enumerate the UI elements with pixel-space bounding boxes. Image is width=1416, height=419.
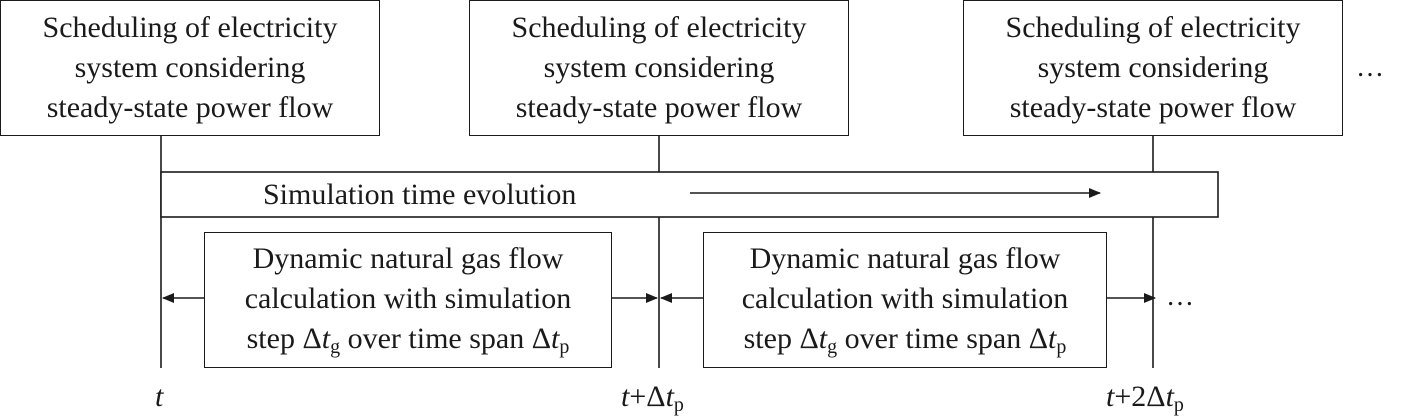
gas-box-1: Dynamic natural gas flow calculation wit… (204, 232, 612, 368)
time-label-t-plus-2dtp: t+2Δtp (1106, 380, 1184, 416)
time-label-t-plus-dtp: t+Δtp (621, 380, 684, 416)
schedule-box-line-1: Scheduling of electricity (1005, 11, 1301, 44)
gas-box-line-3: step Δtg over time span Δtp (246, 321, 570, 358)
schedule-box-2: Scheduling of electricity system conside… (469, 0, 849, 136)
evolution-label: Simulation time evolution (263, 178, 577, 211)
schedule-box-line-2: system considering (74, 51, 306, 84)
schedule-box-line-1: Scheduling of electricity (511, 11, 807, 44)
gas-box-line-3: step Δtg over time span Δtp (743, 321, 1067, 358)
schedule-box-line-3: steady-state power flow (1009, 91, 1297, 124)
schedule-box-line-3: steady-state power flow (46, 91, 334, 124)
gas-box-line-1: Dynamic natural gas flow (749, 241, 1061, 275)
gas-box-line-2: calculation with simulation (244, 281, 572, 315)
evolution-bar (160, 171, 1219, 218)
schedule-box-line-2: system considering (543, 51, 775, 84)
schedule-box-line-3: steady-state power flow (515, 91, 803, 124)
gas-box-2: Dynamic natural gas flow calculation wit… (703, 232, 1107, 368)
time-label-t: t (155, 380, 164, 413)
schedule-box-1: Scheduling of electricity system conside… (0, 0, 380, 136)
gas-ellipsis: … (1166, 281, 1196, 312)
schedule-ellipsis: … (1356, 52, 1386, 83)
schedule-box-line-2: system considering (1037, 51, 1269, 84)
schedule-box-line-1: Scheduling of electricity (42, 11, 338, 44)
gas-box-line-2: calculation with simulation (741, 281, 1069, 315)
schedule-box-3: Scheduling of electricity system conside… (963, 0, 1343, 136)
gas-box-line-1: Dynamic natural gas flow (252, 241, 564, 275)
